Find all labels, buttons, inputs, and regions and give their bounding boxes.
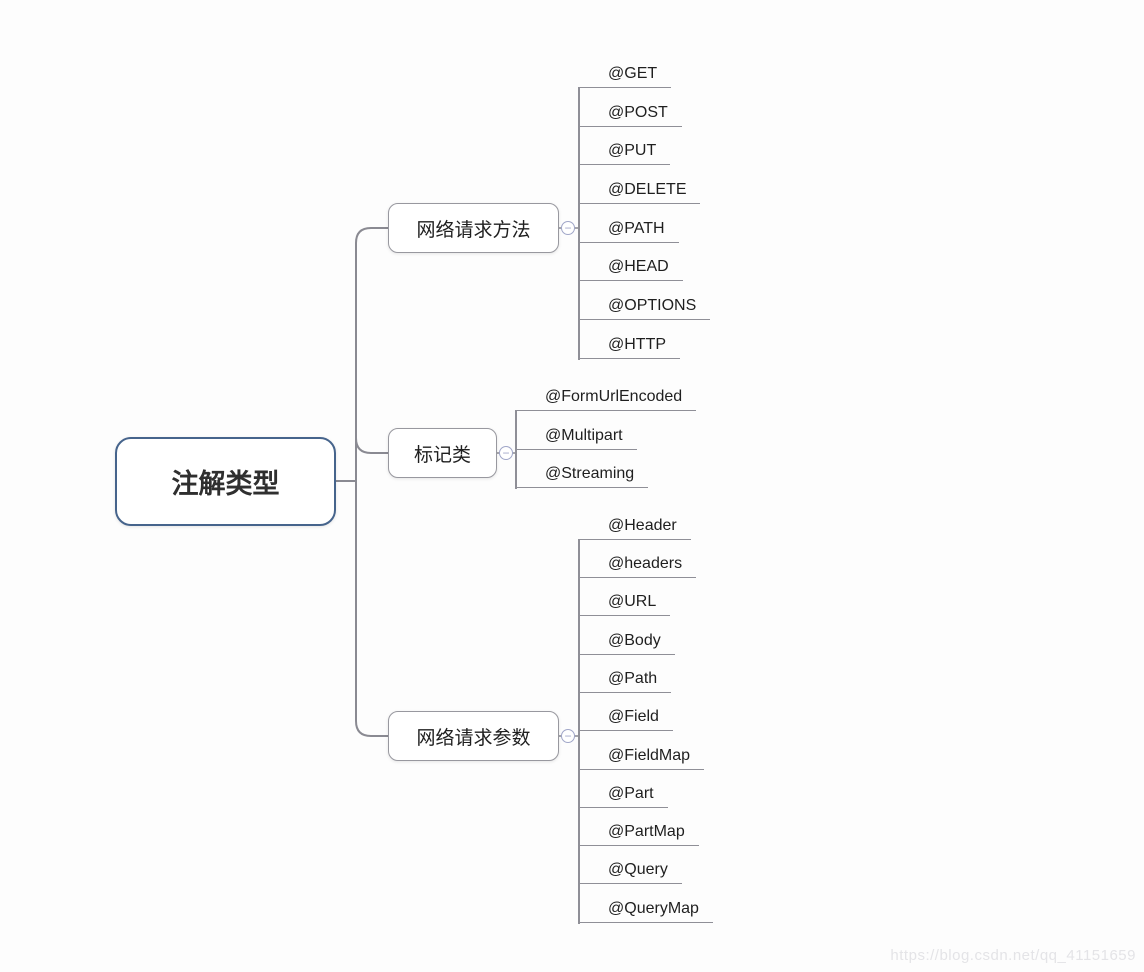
collapse-icon[interactable]: −: [499, 446, 513, 460]
collapse-icon[interactable]: −: [561, 729, 575, 743]
leaf-node[interactable]: @QueryMap: [578, 885, 713, 923]
leaf-node[interactable]: @Path: [578, 655, 672, 693]
leaf-node[interactable]: @OPTIONS: [578, 282, 711, 320]
root-node[interactable]: 注解类型: [115, 437, 336, 526]
leaf-node[interactable]: @Body: [578, 617, 675, 655]
branch-methods-spine: [578, 88, 580, 360]
watermark-url: https://blog.csdn.net/qq_41151659: [890, 947, 1136, 964]
collapse-icon[interactable]: −: [561, 221, 575, 235]
leaf-node[interactable]: @Query: [578, 846, 682, 884]
leaf-node[interactable]: @Part: [578, 770, 668, 808]
leaf-node[interactable]: @HTTP: [578, 321, 681, 359]
leaf-node[interactable]: @POST: [578, 89, 682, 127]
branch-node-methods[interactable]: 网络请求方法: [388, 203, 559, 253]
leaf-node[interactable]: @DELETE: [578, 166, 701, 204]
leaf-node[interactable]: @FieldMap: [578, 732, 705, 770]
branch-node-markers[interactable]: 标记类: [388, 428, 497, 478]
leaf-node[interactable]: @Streaming: [515, 450, 649, 488]
leaf-node[interactable]: @PATH: [578, 205, 679, 243]
leaf-node[interactable]: @Multipart: [515, 412, 637, 450]
branch-params-spine: [578, 540, 580, 924]
leaf-node[interactable]: @headers: [578, 540, 697, 578]
branch-node-params[interactable]: 网络请求参数: [388, 711, 559, 761]
branch-markers-spine: [515, 411, 517, 489]
leaf-node[interactable]: @GET: [578, 50, 672, 88]
leaf-node[interactable]: @PUT: [578, 127, 671, 165]
leaf-node[interactable]: @HEAD: [578, 243, 683, 281]
leaf-node[interactable]: @URL: [578, 578, 671, 616]
leaf-node[interactable]: @PartMap: [578, 808, 699, 846]
leaf-node[interactable]: @Field: [578, 693, 673, 731]
leaf-node[interactable]: @FormUrlEncoded: [515, 373, 697, 411]
leaf-node[interactable]: @Header: [578, 502, 691, 540]
